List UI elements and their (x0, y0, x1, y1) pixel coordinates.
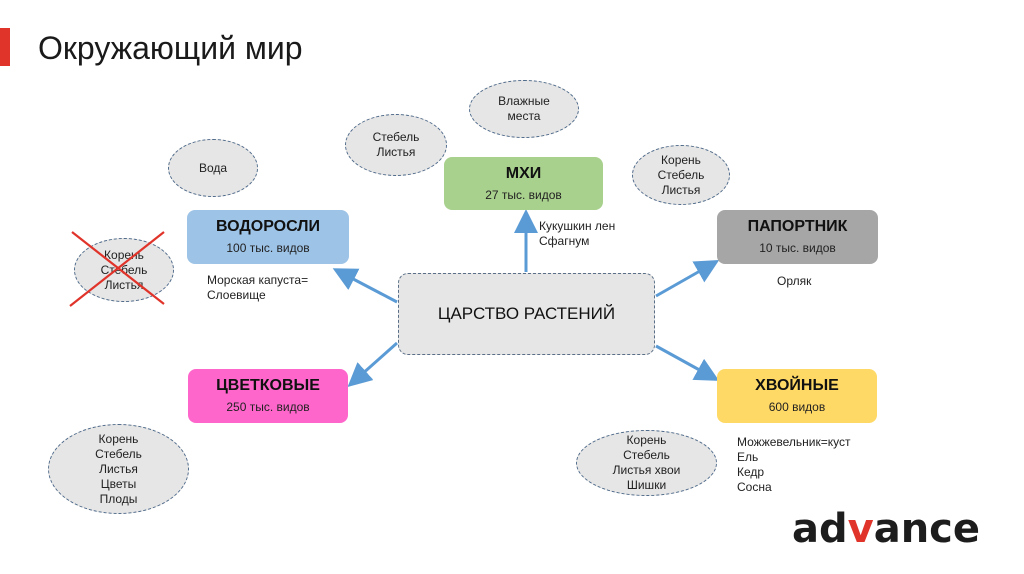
trait-item: Влажные (498, 94, 550, 108)
trait-item: Стебель (372, 130, 420, 144)
trait-item: Плоды (99, 491, 138, 506)
trait-item: Стебель (95, 446, 142, 461)
node-flowering-count: 250 тыс. видов (226, 400, 310, 414)
node-conifers: ХВОЙНЫЕ 600 видов (717, 369, 877, 423)
trait-item: места (507, 109, 541, 123)
trait-item: Листья (661, 182, 701, 197)
node-ferns-name: ПАПОРТНИК (747, 218, 848, 235)
example-item: Ель (737, 450, 759, 464)
trait-item: Стебель (623, 448, 670, 462)
trait-item: Вода (198, 160, 228, 175)
node-flowering: ЦВЕТКОВЫЕ 250 тыс. видов (188, 369, 348, 423)
node-mosses-name: МХИ (505, 164, 542, 182)
example-item: Орляк (777, 274, 812, 288)
node-mosses-count: 27 тыс. видов (485, 187, 562, 202)
node-algae-name: ВОДОРОСЛИ (215, 218, 321, 235)
example-item: Можжевельник=куст (737, 435, 851, 449)
example-item: Морская капуста= (207, 273, 309, 287)
oval-flowering-traits: Корень Стебель Листья Цветы Плоды (48, 424, 189, 514)
logo-text-suffix: ance (873, 506, 981, 552)
example-item: Сфагнум (539, 234, 590, 248)
arrow-to-conifers (655, 344, 720, 381)
node-mosses: МХИ 27 тыс. видов (444, 157, 603, 210)
node-flowering-name: ЦВЕТКОВЫЕ (216, 377, 320, 394)
node-algae-count: 100 тыс. видов (226, 241, 310, 255)
logo-text-prefix: ad (792, 506, 848, 552)
arrow-to-algae (332, 268, 398, 304)
oval-mosses-traits: Стебель Листья (345, 114, 447, 176)
trait-item: Корень (98, 431, 139, 446)
example-item: Кедр (737, 465, 765, 479)
arrow-to-flowering (347, 341, 398, 387)
center-node-plant-kingdom: ЦАРСТВО РАСТЕНИЙ (398, 273, 655, 355)
trait-item: Цветы (100, 476, 137, 491)
oval-conifers-traits: Корень Стебель Листья хвои Шишки (576, 430, 717, 496)
oval-algae-absent-organs: Корень Стебель Листья (74, 238, 174, 302)
trait-item: Листья (99, 461, 138, 476)
trait-item: Корень (104, 247, 144, 262)
example-item: Слоевище (207, 288, 266, 302)
trait-item: Шишки (626, 478, 667, 492)
slide-title: Окружающий мир (38, 30, 303, 66)
algae-examples: Морская капуста= Слоевище (207, 273, 308, 303)
arrow-to-ferns (655, 260, 720, 298)
cross-out-mark (69, 231, 165, 307)
example-item: Кукушкин лен (539, 219, 616, 233)
node-ferns: ПАПОРТНИК 10 тыс. видов (717, 210, 878, 264)
center-node-label: ЦАРСТВО РАСТЕНИЙ (437, 304, 616, 323)
oval-ferns-traits: Корень Стебель Листья (632, 145, 730, 205)
node-conifers-name: ХВОЙНЫЕ (755, 377, 839, 394)
trait-item: Листья хвои (612, 463, 681, 477)
advance-logo: advance (792, 506, 980, 552)
node-ferns-count: 10 тыс. видов (759, 241, 836, 255)
logo-checkmark-icon: v (847, 506, 874, 552)
mosses-examples: Кукушкин лен Сфагнум (539, 219, 615, 249)
ferns-examples: Орляк (777, 274, 811, 289)
conifers-examples: Можжевельник=куст Ель Кедр Сосна (737, 435, 851, 495)
trait-item: Листья (376, 145, 416, 159)
example-item: Сосна (737, 480, 772, 494)
oval-mosses-habitat: Влажные места (469, 80, 579, 138)
trait-item: Корень (661, 152, 701, 167)
oval-algae-habitat: Вода (168, 139, 258, 197)
node-algae: ВОДОРОСЛИ 100 тыс. видов (187, 210, 349, 264)
trait-item: Корень (626, 433, 667, 447)
trait-item: Стебель (657, 167, 705, 182)
node-conifers-count: 600 видов (768, 400, 826, 414)
title-accent-bar (0, 28, 10, 66)
